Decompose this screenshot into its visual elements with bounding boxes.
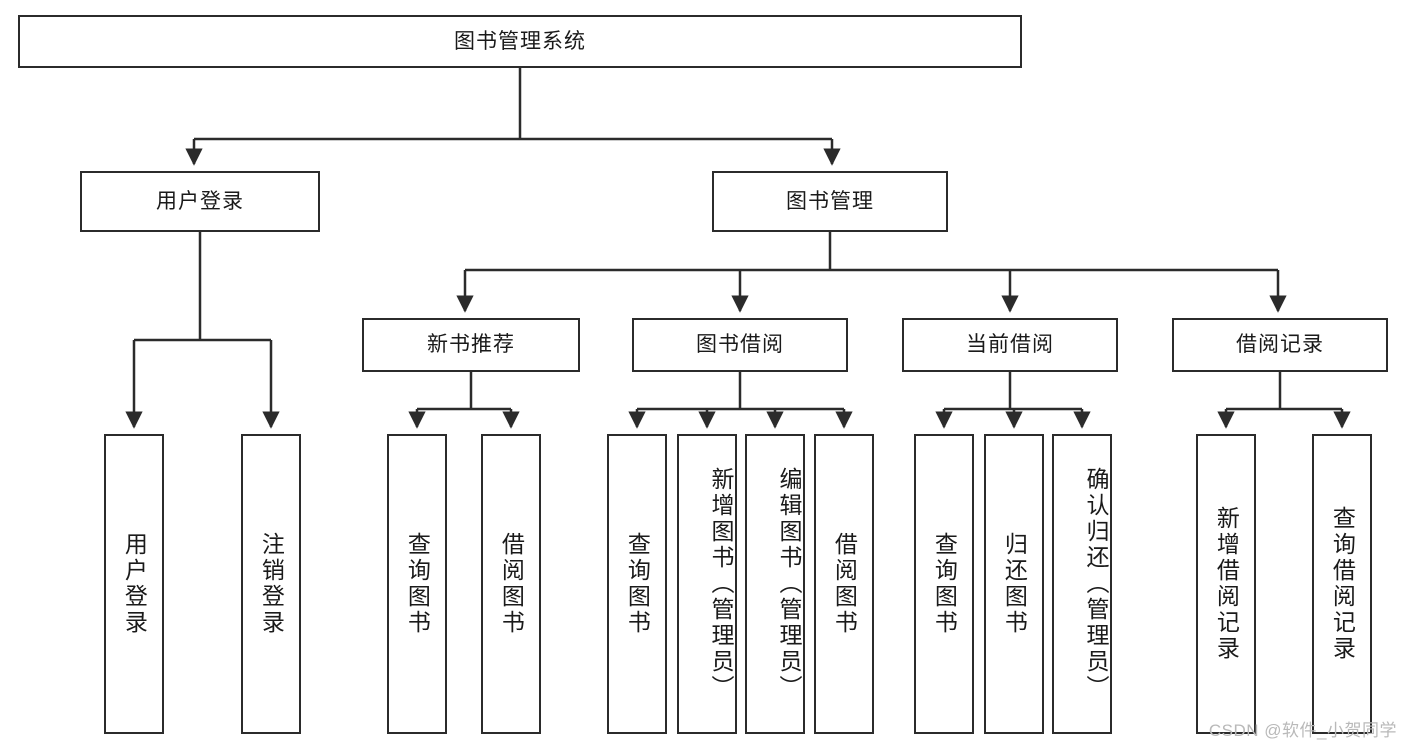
node-current-borrow-label: 当前借阅 [966,333,1054,357]
node-leaf-query-book-3[interactable]: 查询图书 [914,434,974,734]
node-leaf-borrow-book-2[interactable]: 借阅图书 [814,434,874,734]
node-leaf-query-record-label: 查询借阅记录 [1329,506,1356,662]
node-root[interactable]: 图书管理系统 [18,15,1022,68]
node-book-manage-label: 图书管理 [786,189,874,213]
node-leaf-user-logout-label: 注销登录 [258,532,285,636]
node-leaf-query-book-2[interactable]: 查询图书 [607,434,667,734]
node-leaf-confirm-return-label: 确认归还（管理员） [1083,467,1109,701]
node-leaf-add-book[interactable]: 新增图书（管理员） [677,434,737,734]
node-leaf-add-record[interactable]: 新增借阅记录 [1196,434,1256,734]
node-leaf-return-book-label: 归还图书 [1001,532,1028,636]
node-book-borrow-label: 图书借阅 [696,333,784,357]
node-borrow-record-label: 借阅记录 [1236,333,1324,357]
node-leaf-query-book-3-label: 查询图书 [931,532,958,636]
node-leaf-query-book-1-label: 查询图书 [404,532,431,636]
node-leaf-borrow-book-1[interactable]: 借阅图书 [481,434,541,734]
node-leaf-confirm-return[interactable]: 确认归还（管理员） [1052,434,1112,734]
node-borrow-record[interactable]: 借阅记录 [1172,318,1388,372]
csdn-watermark: CSDN @软件_小贺同学 [1208,721,1397,740]
node-user-login[interactable]: 用户登录 [80,171,320,232]
node-book-borrow[interactable]: 图书借阅 [632,318,848,372]
node-new-book-rec[interactable]: 新书推荐 [362,318,580,372]
node-new-book-rec-label: 新书推荐 [427,333,515,357]
node-leaf-add-record-label: 新增借阅记录 [1213,506,1240,662]
node-root-label: 图书管理系统 [454,29,586,53]
node-leaf-query-book-2-label: 查询图书 [624,532,651,636]
node-leaf-return-book[interactable]: 归还图书 [984,434,1044,734]
node-leaf-add-book-label: 新增图书（管理员） [708,467,734,701]
node-leaf-edit-book[interactable]: 编辑图书（管理员） [745,434,805,734]
node-leaf-user-logout[interactable]: 注销登录 [241,434,301,734]
node-leaf-query-record[interactable]: 查询借阅记录 [1312,434,1372,734]
node-user-login-label: 用户登录 [156,189,244,213]
node-leaf-borrow-book-1-label: 借阅图书 [498,532,525,636]
node-leaf-query-book-1[interactable]: 查询图书 [387,434,447,734]
node-leaf-borrow-book-2-label: 借阅图书 [831,532,858,636]
node-current-borrow[interactable]: 当前借阅 [902,318,1118,372]
node-leaf-user-login-label: 用户登录 [121,532,148,636]
node-leaf-edit-book-label: 编辑图书（管理员） [776,467,802,701]
node-book-manage[interactable]: 图书管理 [712,171,948,232]
node-leaf-user-login[interactable]: 用户登录 [104,434,164,734]
